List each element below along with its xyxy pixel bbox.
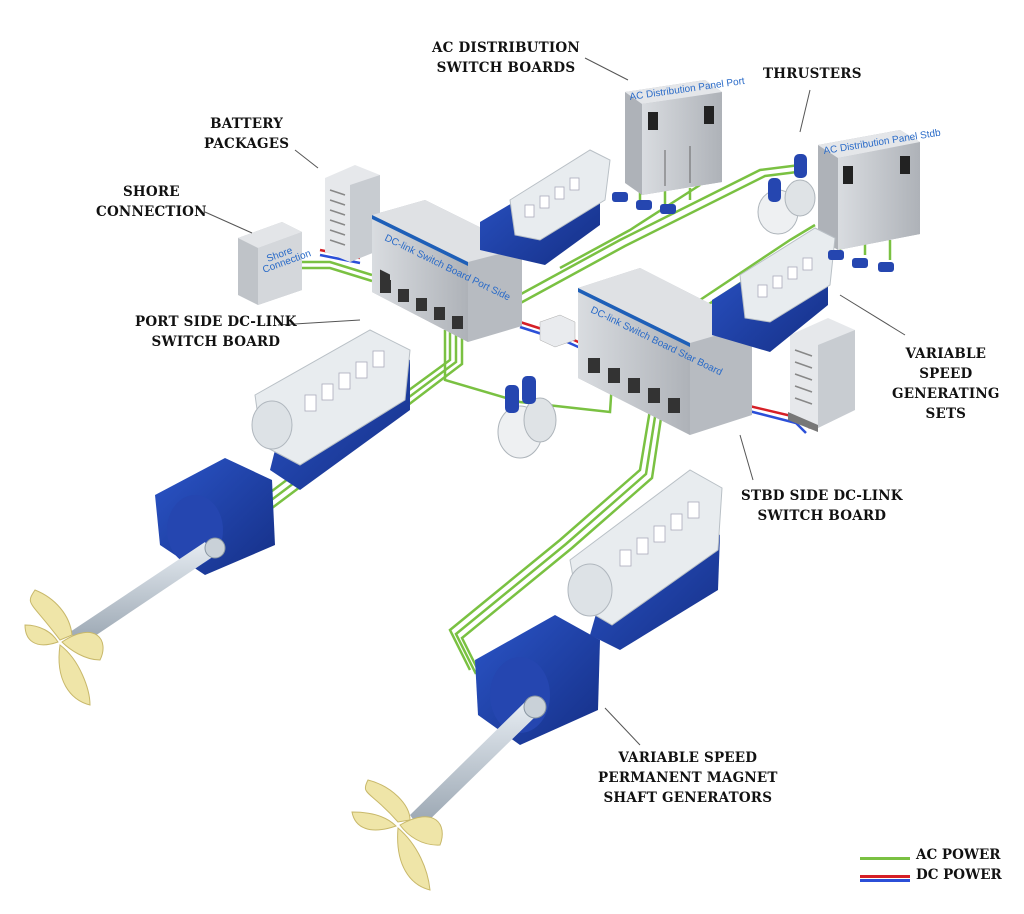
callout-variable-gen-line-4: SETS [925, 406, 967, 422]
callout-stbd-dc-line-1: STBD SIDE DC-LINK [741, 488, 903, 504]
callout-ac-distribution-line-1: AC DISTRIBUTION [432, 40, 580, 56]
legend-ac-swatch [860, 857, 910, 860]
legend-dc-swatch-red [860, 875, 910, 878]
callout-variable-gen: VARIABLE SPEED GENERATING SETS [892, 344, 1000, 424]
callout-thrusters: THRUSTERS [763, 64, 862, 84]
callout-port-dc-line-1: PORT SIDE DC-LINK [135, 314, 297, 330]
callout-variable-gen-line-3: GENERATING [892, 386, 1000, 402]
legend: AC POWER DC POWER [860, 847, 1010, 888]
callout-shaft-gen-line-2: PERMANENT MAGNET [598, 770, 778, 786]
callout-shaft-gen: VARIABLE SPEED PERMANENT MAGNET SHAFT GE… [598, 748, 778, 808]
battery-package-stbd [788, 318, 855, 432]
callout-shore-line-1: SHORE [122, 184, 180, 200]
generating-set-port-aux [480, 149, 611, 265]
callout-port-dc: PORT SIDE DC-LINK SWITCH BOARD [135, 312, 297, 352]
callout-shaft-gen-line-3: SHAFT GENERATORS [603, 790, 773, 806]
callout-variable-gen-line-1: VARIABLE [905, 346, 987, 362]
callout-leaders [204, 57, 906, 746]
legend-dc-label: DC POWER [916, 867, 1002, 883]
callout-stbd-dc-line-2: SWITCH BOARD [757, 508, 887, 524]
main-engine-port [251, 329, 411, 490]
main-engine-stbd [567, 469, 723, 650]
callout-shore-line-2: CONNECTION [96, 204, 207, 220]
propeller-shaft-port [70, 537, 226, 646]
callout-port-dc-line-2: SWITCH BOARD [151, 334, 281, 350]
callout-battery-line-2: PACKAGES [204, 136, 290, 152]
legend-dc-swatch-blue [860, 879, 910, 882]
battery-package [325, 165, 380, 262]
legend-ac-label: AC POWER [916, 847, 1001, 863]
propeller-stbd [351, 779, 443, 891]
shaft-generator-stbd [475, 615, 600, 745]
ac-distribution-panel-port: AC Distribution Panel Port [625, 76, 746, 195]
callout-variable-gen-line-2: SPEED [919, 366, 973, 382]
ac-distribution-panel-stbd: AC Distribution Panel Stdb [818, 128, 942, 250]
stbd-dc-link-switchboard: DC-link Switch Board Star Board [578, 268, 752, 435]
converter-box [539, 314, 576, 348]
callout-ac-distribution: AC DISTRIBUTION SWITCH BOARDS [432, 38, 580, 78]
generating-set-stbd-aux [712, 227, 836, 352]
shore-connection-box: Shore Connection [238, 222, 313, 305]
callout-shaft-gen-line-1: VARIABLE SPEED [618, 750, 758, 766]
propeller-shaft-stbd [410, 695, 547, 829]
propeller-port [24, 589, 104, 706]
callout-shore: SHORE CONNECTION [96, 182, 207, 222]
callout-battery: BATTERY PACKAGES [204, 114, 289, 154]
callout-thrusters-line-1: THRUSTERS [763, 66, 862, 82]
distribution-motors [612, 192, 894, 272]
callout-ac-distribution-line-2: SWITCH BOARDS [436, 60, 576, 76]
callout-battery-line-1: BATTERY [210, 116, 284, 132]
thruster-center [497, 376, 557, 459]
thruster-top [757, 154, 816, 235]
callout-stbd-dc: STBD SIDE DC-LINK SWITCH BOARD [741, 486, 903, 526]
